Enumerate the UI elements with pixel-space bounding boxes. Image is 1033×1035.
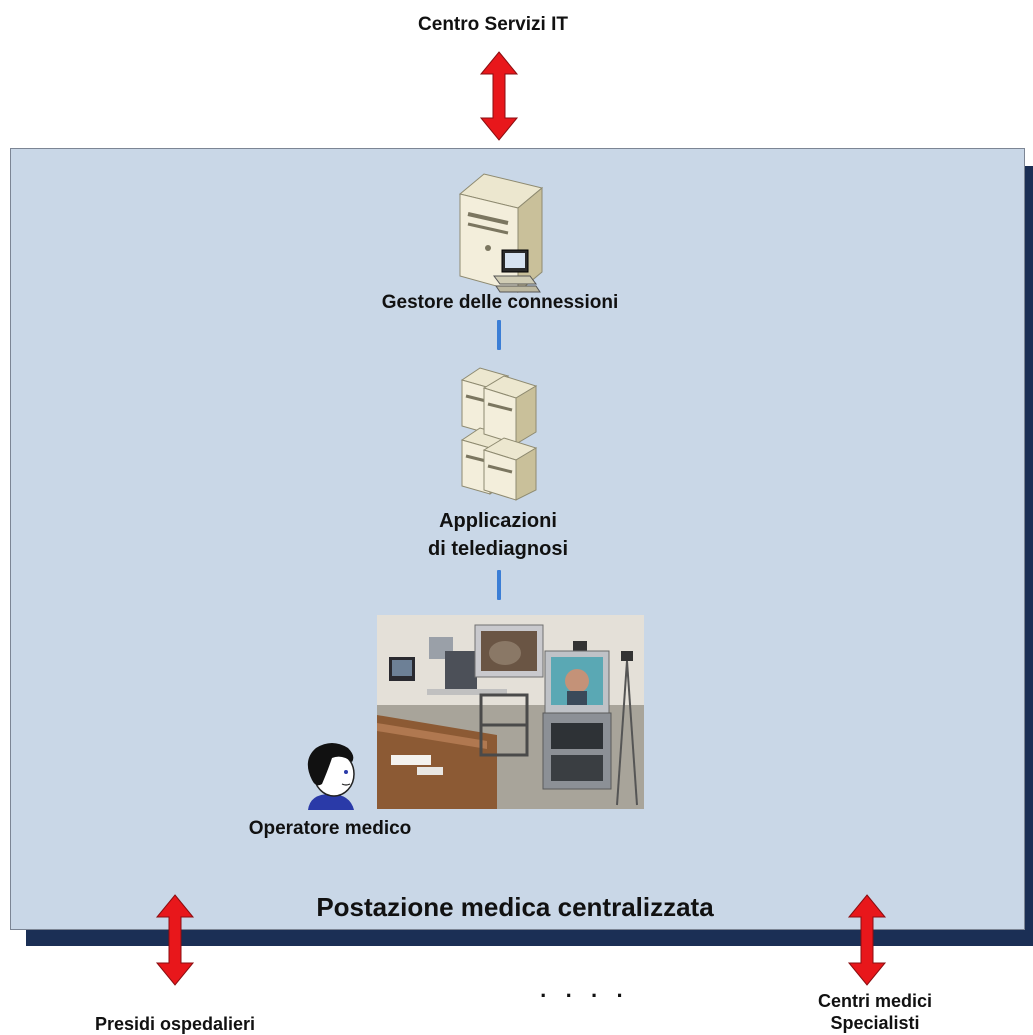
top-double-arrow xyxy=(479,51,519,141)
centro-servizi-label: Centro Servizi IT xyxy=(418,14,568,35)
bottom-left-double-arrow xyxy=(155,894,195,986)
connector-line xyxy=(497,320,501,350)
postazione-title: Postazione medica centralizzata xyxy=(316,892,714,922)
gestore-label: Gestore delle connessioni xyxy=(381,292,619,313)
applicazioni-label-line2: di telediagnosi xyxy=(427,538,569,560)
centri-label-line2: Specialisti xyxy=(830,1013,920,1033)
bottom-right-double-arrow xyxy=(847,894,887,986)
person-head-icon xyxy=(307,743,355,810)
presidi-label: Presidi ospedalieri xyxy=(94,1014,256,1034)
ellipsis-dots: · · · · xyxy=(540,983,630,1008)
telemedicine-room-photo xyxy=(377,615,644,809)
operatore-label: Operatore medico xyxy=(248,818,412,839)
applicazioni-label-line1: Applicazioni xyxy=(439,510,557,532)
centri-label-line1: Centri medici xyxy=(817,991,933,1011)
connector-line xyxy=(497,570,501,600)
server-cluster-icon xyxy=(460,367,538,501)
server-workstation-icon xyxy=(458,173,544,294)
